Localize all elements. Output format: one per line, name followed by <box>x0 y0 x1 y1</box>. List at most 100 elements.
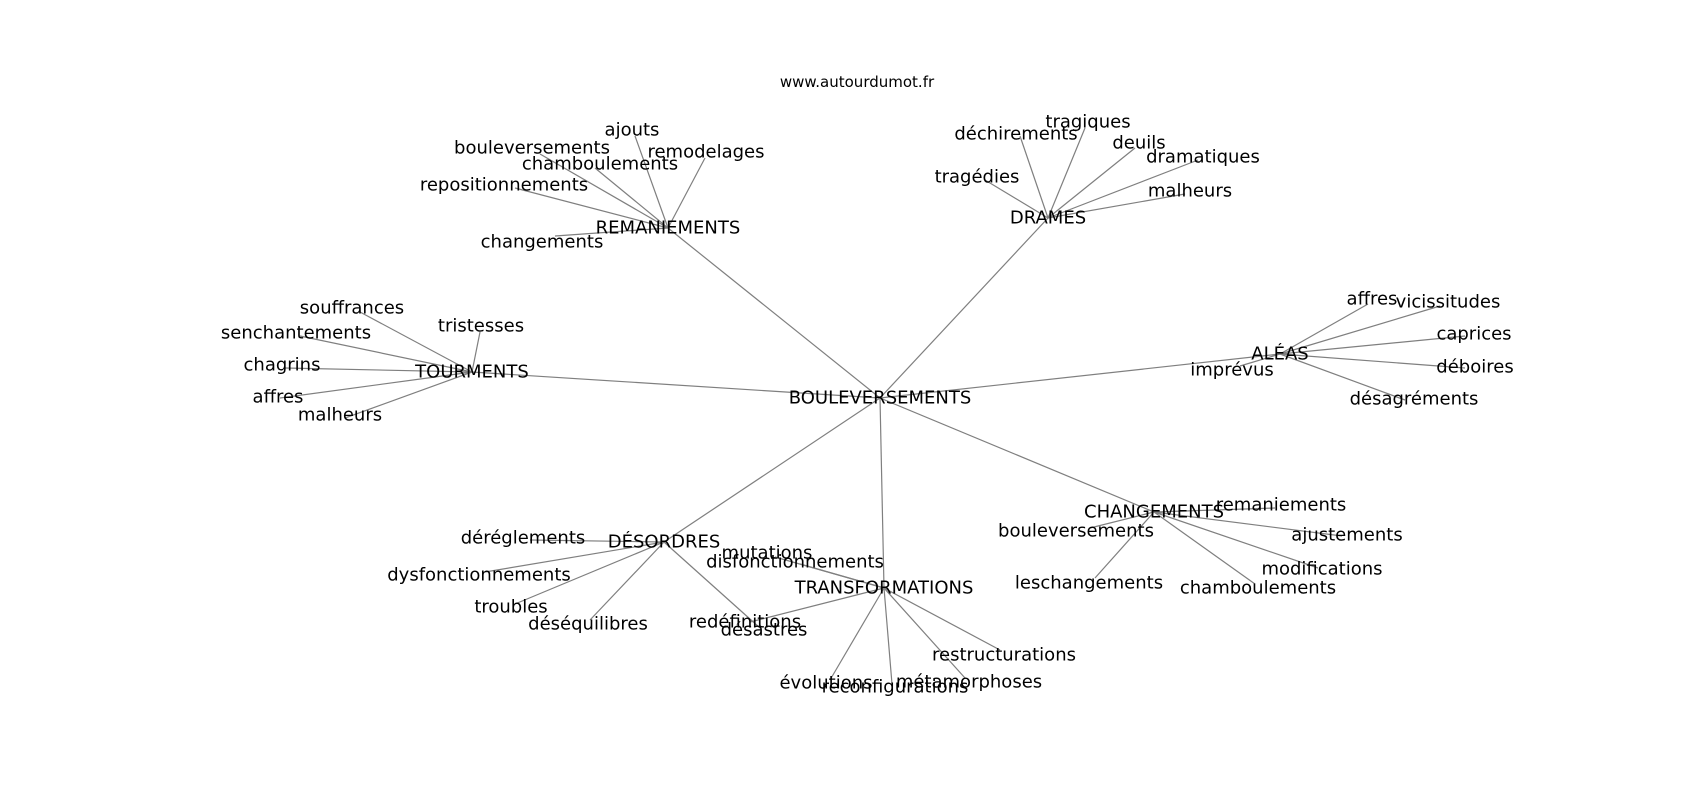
edge-changements-to-ajustements <box>1153 511 1343 537</box>
edge-changements-to-remaniements <box>1153 507 1276 513</box>
leaf-node-evolutions: évolutions <box>779 673 872 694</box>
edge-drames-to-tragedies <box>984 179 1049 219</box>
leaf-node-bouleversements: bouleversements <box>998 521 1154 542</box>
leaf-node-changements: changements <box>481 232 604 253</box>
edge-aleas-to-deboires <box>1279 353 1466 369</box>
edge-drames-to-dramatiques <box>1047 159 1199 219</box>
edge-transformations-to-evolutions <box>829 587 885 681</box>
edge-desordres-to-troubles <box>514 541 665 605</box>
leaf-node-tragiques: tragiques <box>1045 112 1130 133</box>
edge-changements-to-bouleversements <box>1089 511 1155 529</box>
leaf-node-souffrances: souffrances <box>300 298 404 319</box>
leaf-node-caprices: caprices <box>1436 324 1511 345</box>
edge-desordres-to-dereglements <box>529 539 665 543</box>
leaf-node-tragedies: tragédies <box>935 167 1020 188</box>
leaf-node-desequilibres: déséquilibres <box>528 614 648 635</box>
edge-aleas-to-imprevus <box>1239 353 1281 367</box>
leaf-node-senchantements: senchantements <box>221 323 371 344</box>
center-node-label: BOULEVERSEMENTS <box>789 388 972 409</box>
edge-transformations-to-reconfigurations <box>883 587 893 685</box>
leaf-node-dysfonctionnements: dysfonctionnements <box>387 565 571 586</box>
edge-aleas-to-affres <box>1279 303 1369 355</box>
leaf-node-deuils: deuils <box>1112 133 1165 154</box>
edge-changements-to-leschangements <box>1094 511 1155 579</box>
leaf-node-chagrins: chagrins <box>244 355 321 376</box>
hub-node-aleas: ALÉAS <box>1251 343 1308 365</box>
edge-drames-to-deuils <box>1047 147 1136 219</box>
edge-remaniements-to-ajouts <box>634 135 669 229</box>
leaf-node-affres: affres <box>1347 289 1398 310</box>
edge-tourments-to-chagrins <box>284 367 473 373</box>
leaf-node-ajustements: ajustements <box>1291 525 1402 546</box>
edge-remaniements-to-repositionnements <box>514 187 669 229</box>
edge-tourments-to-senchantements <box>299 335 473 373</box>
edge-aleas-to-caprices <box>1279 335 1466 355</box>
edge-desordres-to-dysfonctionnements <box>484 541 665 573</box>
edge-remaniements-to-changements <box>554 227 669 237</box>
edge-drames-to-malheurs <box>1047 193 1186 219</box>
leaf-node-troubles: troubles <box>474 597 547 618</box>
leaf-node-repositionnements: repositionnements <box>420 175 588 196</box>
edge-transformations-to-disfonctionnements <box>799 563 885 589</box>
leaf-node-reconfigurations: reconfigurations <box>822 677 969 698</box>
leaf-node-malheurs: malheurs <box>1148 181 1232 202</box>
leaf-node-dramatiques: dramatiques <box>1146 147 1260 168</box>
graph-edges <box>279 127 1466 685</box>
leaf-node-deboires: déboires <box>1436 357 1513 378</box>
graph-labels: BOULEVERSEMENTSREMANIEMENTSajoutsbouleve… <box>221 112 1514 698</box>
leaf-node-ajouts: ajouts <box>605 120 660 141</box>
leaf-node-chamboulements: chamboulements <box>522 154 678 175</box>
edge-tourments-to-malheurs <box>344 371 473 419</box>
leaf-node-vicissitudes: vicissitudes <box>1396 292 1501 313</box>
leaf-node-dechirements: déchirements <box>954 124 1077 145</box>
leaf-node-restructurations: restructurations <box>932 645 1076 666</box>
leaf-node-remodelages: remodelages <box>647 142 764 163</box>
edge-transformations-to-metamorphoses <box>883 587 966 679</box>
edge-tourments-to-tristesses <box>471 331 481 373</box>
hub-node-drames: DRAMES <box>1010 208 1086 229</box>
leaf-node-tristesses: tristesses <box>438 316 524 337</box>
leaf-node-malheurs: malheurs <box>298 405 382 426</box>
edge-remaniements-to-remodelages <box>667 157 706 229</box>
edge-transformations-to-redefinitions <box>749 587 885 623</box>
leaf-node-disfonctionnements: disfonctionnements <box>706 552 884 573</box>
leaf-node-remaniements: remaniements <box>1216 495 1347 516</box>
edge-remaniements-to-bouleversements <box>539 153 669 229</box>
edge-drames-to-tragiques <box>1047 127 1086 219</box>
leaf-node-modifications: modifications <box>1261 559 1382 580</box>
edge-aleas-to-desagrements <box>1279 353 1406 401</box>
leaf-node-imprevus: imprévus <box>1190 360 1273 381</box>
edge-center-to-desordres <box>663 397 881 543</box>
edge-tourments-to-souffrances <box>359 311 473 373</box>
leaf-node-mutations: mutations <box>722 543 813 564</box>
edge-center-to-transformations <box>879 397 885 589</box>
edge-transformations-to-restructurations <box>883 587 1001 651</box>
leaf-node-dereglements: déréglements <box>461 528 586 549</box>
hub-node-desordres: DÉSORDRES <box>608 531 721 553</box>
edge-center-to-tourments <box>471 371 881 399</box>
edge-center-to-remaniements <box>667 227 881 399</box>
hub-node-tourments: TOURMENTS <box>414 362 529 383</box>
leaf-node-leschangements: leschangements <box>1015 573 1163 594</box>
edge-desordres-to-desequilibres <box>589 541 665 621</box>
edge-changements-to-chamboulements <box>1153 511 1256 585</box>
leaf-node-metamorphoses: métamorphoses <box>896 672 1042 693</box>
edge-center-to-aleas <box>879 353 1281 399</box>
leaf-node-desagrements: désagréments <box>1350 389 1479 410</box>
edge-desordres-to-desastres <box>663 541 761 629</box>
hub-node-changements: CHANGEMENTS <box>1084 502 1224 523</box>
leaf-node-bouleversements: bouleversements <box>454 138 610 159</box>
edge-changements-to-modifications <box>1153 511 1319 569</box>
edge-center-to-changements <box>879 397 1155 513</box>
edge-drames-to-dechirements <box>1019 135 1049 219</box>
edge-center-to-drames <box>879 217 1049 399</box>
leaf-node-redefinitions: redéfinitions <box>689 612 801 633</box>
hub-node-remaniements: REMANIEMENTS <box>596 218 741 239</box>
edge-aleas-to-vicissitudes <box>1279 305 1441 355</box>
edge-remaniements-to-chamboulements <box>594 167 669 229</box>
leaf-node-desastres: désastres <box>721 620 808 641</box>
edge-tourments-to-affres <box>279 371 473 399</box>
hub-node-transformations: TRANSFORMATIONS <box>794 578 974 599</box>
leaf-node-chamboulements: chamboulements <box>1180 578 1336 599</box>
